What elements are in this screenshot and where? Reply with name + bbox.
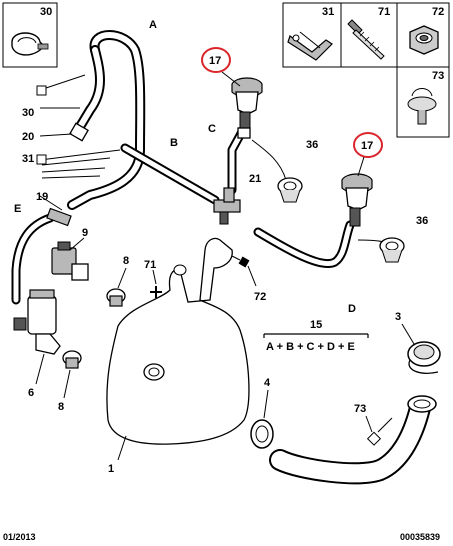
legend-label-72: 72 [432,6,444,18]
square-marker-31 [36,154,47,165]
square-marker-30 [36,85,47,96]
callout-36-upper: 36 [306,139,318,151]
callout-1: 1 [108,463,114,475]
washer-reservoir-1 [106,237,250,461]
highlight-circle-17-right [353,132,383,177]
washer-pump-6 [13,289,61,385]
screw-71-icon [347,19,385,60]
fastener-73-icon [407,88,437,125]
hose-d [253,220,355,268]
callout-17-right: 17 [361,140,373,152]
t-connector-21 [213,187,241,225]
formula-text: A + B + C + D + E [266,341,355,353]
callout-6: 6 [28,387,34,399]
callout-B: B [170,137,178,149]
grommet-36-lower [357,237,405,263]
legend-label-73: 73 [432,70,444,82]
connector-19 [46,207,72,227]
callout-8-upper: 8 [123,255,129,267]
callout-17-left: 17 [209,55,221,67]
callout-20: 20 [22,131,34,143]
marker-72 [231,255,257,287]
legend-box-71: 71 [340,2,398,68]
formula-bracket-15 [263,333,369,338]
callout-71: 71 [144,259,156,271]
filler-neck-pipe [269,395,437,485]
callout-30: 30 [22,107,34,119]
clip-30-icon [11,32,49,56]
nut-72-icon [409,25,439,55]
grommet-8-upper [106,267,127,307]
legend-box-73: 73 [396,66,450,138]
legend-box-31: 31 [282,2,342,68]
hose-a [67,30,146,210]
grommet-36-upper [251,139,303,203]
hose-e [11,213,55,305]
legend-box-72: 72 [396,2,450,68]
callout-15: 15 [310,319,322,331]
callout-A: A [149,19,157,31]
callout-4: 4 [264,377,271,389]
filler-cap-3 [401,323,441,374]
callout-19: 19 [36,191,48,203]
legend-box-30: 30 [2,2,58,68]
callout-36-lower: 36 [416,215,428,227]
grommet-8-lower [62,350,82,399]
marker-73 [365,415,393,446]
callout-9: 9 [82,227,88,239]
clip-31-icon [287,31,333,61]
callout-D: D [348,303,356,315]
callout-E: E [14,203,21,215]
nozzle-17-left [231,77,263,139]
callout-C: C [208,123,216,135]
level-sensor-9 [51,237,89,281]
seal-ring-4 [250,389,274,449]
footer-ref: 00035839 [400,532,440,542]
footer-date: 01/2013 [3,532,36,542]
hose-b [120,143,220,205]
legend-label-31: 31 [322,6,334,18]
callout-3: 3 [395,311,401,323]
legend-label-30: 30 [40,6,52,18]
legend-label-71: 71 [378,6,390,18]
callout-72: 72 [254,291,266,303]
callout-8-lower: 8 [58,401,64,413]
callout-31: 31 [22,153,34,165]
nozzle-17-right [341,173,373,227]
clip-lines [36,74,121,211]
highlight-circle-17-left [201,47,241,87]
callout-21: 21 [249,173,261,185]
marker-71 [150,269,162,298]
callout-73: 73 [354,403,366,415]
